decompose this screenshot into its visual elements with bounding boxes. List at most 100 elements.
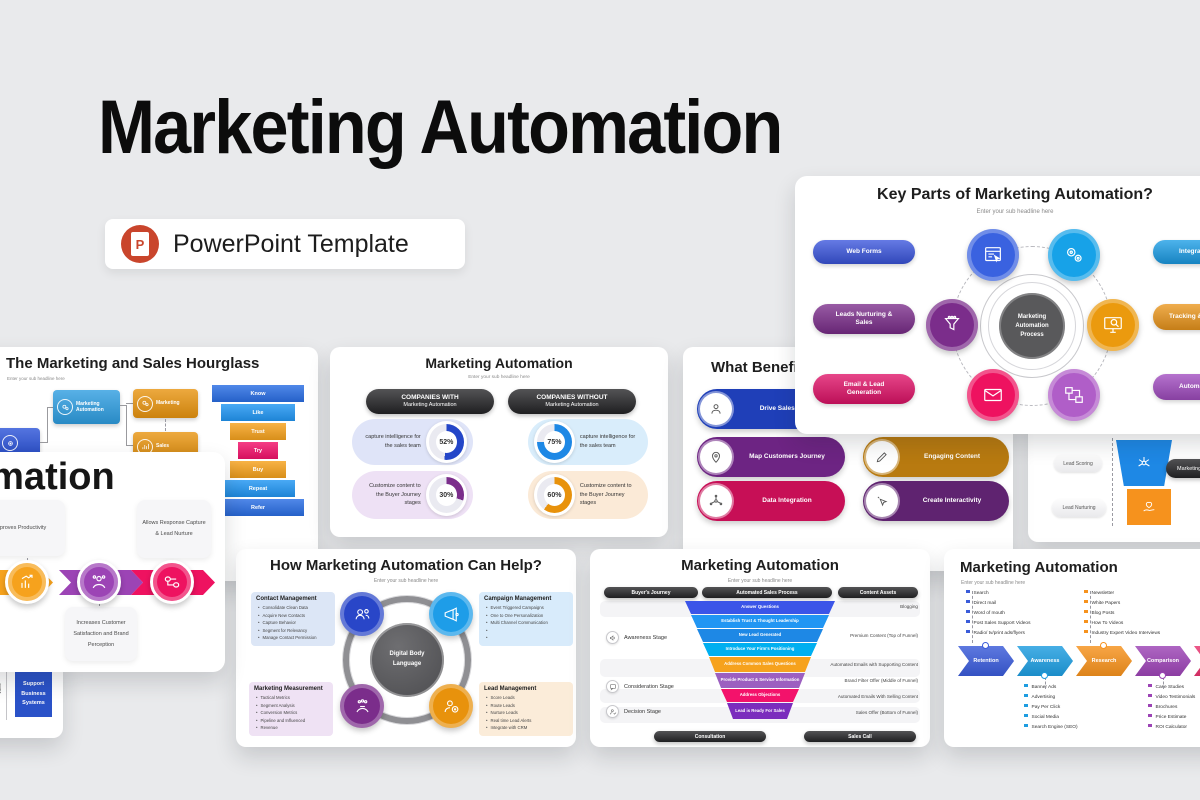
asset-label: Sales Offer (Bottom of Funnel) — [855, 710, 918, 715]
slide-subtitle: Enter your sub headline here — [468, 375, 530, 380]
connector-dashed — [1163, 677, 1164, 689]
marketing-pill: Marketing — [1166, 459, 1200, 478]
list-item: Blog Posts — [1084, 609, 1160, 619]
flow-box-label: Marketing Automation — [76, 400, 104, 414]
center-label: Digital Body Language — [389, 651, 425, 667]
powerpoint-icon: P — [121, 225, 159, 263]
connector-dot — [1041, 672, 1048, 679]
list-item: Industry Expert Video Interviews — [1084, 629, 1161, 639]
consideration-icon — [606, 680, 619, 693]
sales-call-pill: Sales Call — [804, 731, 916, 742]
header-line2: Marketing Automation — [403, 402, 457, 409]
automation-pill: Automation — [1153, 374, 1200, 400]
slide-title: Marketing Automation — [425, 355, 573, 371]
benefit-label: Engaging Content — [924, 453, 980, 461]
list-item: How To Videos — [1084, 619, 1160, 629]
response-node — [150, 560, 194, 604]
email-lead-pill: Email & Lead Generation — [813, 374, 915, 404]
benefit-pill: Engaging Content — [863, 437, 1009, 477]
list-item: Pay Per Click — [1024, 703, 1078, 713]
connector-line — [126, 445, 133, 446]
lead-node — [429, 684, 473, 728]
list-item: Search Engine (SEO) — [1024, 723, 1078, 733]
stat-value: 75% — [547, 438, 562, 446]
list-item: Search — [966, 589, 1030, 599]
slide-journey[interactable]: Marketing Automation Enter your sub head… — [944, 549, 1200, 747]
hgrow-item: Know — [212, 385, 304, 402]
connector-dashed — [1045, 677, 1046, 689]
powerpoint-badge[interactable]: P PowerPoint Template — [105, 219, 465, 269]
hgrow-item: Refer — [212, 499, 304, 516]
box-heading: Marketing Measurement — [254, 686, 323, 692]
web-forms-pill: Web Forms — [813, 240, 915, 264]
list-item: Revenue — [254, 724, 328, 732]
slide-how-help[interactable]: How Marketing Automation Can Help? Enter… — [236, 549, 576, 747]
asset-label: Brand Filter Offer (Middle of Funnel) — [844, 678, 918, 683]
frow-item: Address Objections — [721, 689, 799, 702]
consultation-pill: Consultation — [654, 731, 766, 742]
frow-item: Address Common Sales Questions — [709, 657, 811, 672]
slide-title: Marketing Automation — [681, 557, 839, 574]
list-item: Route Leads — [484, 702, 568, 710]
connector-dashed — [165, 419, 166, 431]
list-item: Direct mail — [966, 599, 1030, 609]
chev-item: Research — [1076, 646, 1132, 676]
stat-text: Customize content to the Buyer Journey s… — [369, 482, 421, 507]
flow-box-marketing: Marketing — [133, 389, 198, 418]
buyers-journey-header: Buyer's Journey — [604, 587, 698, 598]
flow-box-label: Sales — [156, 443, 170, 450]
slide-subtitle: Enter your sub headline here — [373, 578, 439, 584]
connector-line — [126, 403, 133, 404]
awareness-stage: Awareness Stage — [606, 631, 667, 644]
list-item: Event Triggered Campaigns — [484, 604, 568, 612]
list-item: Manage Contact Permission — [256, 634, 330, 642]
gear-icon — [2, 435, 18, 451]
measure-icon — [353, 697, 372, 716]
asset-label: Premium Content (Top of Funnel) — [850, 633, 918, 638]
hgrow-item: Buy — [230, 461, 286, 478]
slide-key-parts[interactable]: Key Parts of Marketing Automation? Enter… — [795, 176, 1200, 434]
slide-title: Marketing Automation — [960, 559, 1118, 576]
connector-dot — [1100, 642, 1107, 649]
process-card: Allows Response Capture & Lead Nurture — [137, 500, 211, 558]
slide-companies-comparison[interactable]: Marketing Automation Enter your sub head… — [330, 347, 668, 537]
list-item: Multi Channel Communication — [484, 619, 568, 627]
lead-management-box: Lead Management Score LeadsRoute LeadsNu… — [479, 682, 573, 736]
content-assets-header: Content Assets — [838, 587, 918, 598]
slide-sales-funnel[interactable]: Marketing Automation Enter your sub head… — [590, 549, 930, 747]
campaign-icon — [442, 605, 461, 624]
contact-management-box: Contact Management Consolidate Clean Dat… — [251, 592, 335, 646]
frow-item: Lead is Ready For Sales — [727, 703, 793, 719]
gears-node — [1048, 229, 1100, 281]
badge-label: PowerPoint Template — [173, 229, 409, 258]
box-heading: Campaign Management — [484, 596, 552, 602]
stat-card: 60% Customize content to the Buyer Journ… — [528, 471, 648, 519]
awareness-icon — [606, 631, 619, 644]
stat-value: 60% — [547, 491, 562, 499]
stat-value: 30% — [439, 491, 454, 499]
campaign-management-box: Campaign Management Event Triggered Camp… — [479, 592, 573, 646]
benefit-label: Map Customers Journey — [749, 453, 825, 461]
hgrow-item: Try — [238, 442, 278, 459]
slide-title: The Marketing and Sales Hourglass — [6, 355, 260, 372]
frow-item: Provide Product & Service Information — [715, 673, 805, 688]
contacts-node — [340, 592, 384, 636]
slide-process-overlay[interactable]: Marketing Automation Improves Productivi… — [0, 452, 225, 672]
asset-label: Automated Emails With Selling Content — [837, 694, 918, 699]
frow-item: Introduce Your Firm's Positioning — [703, 643, 817, 656]
campaign-node — [429, 592, 473, 636]
stat-value: 52% — [439, 438, 454, 446]
stage-label: Decision Stage — [624, 708, 661, 715]
list-item: Video Testimonials — [1148, 693, 1196, 703]
asset-label: Blogging — [900, 604, 918, 609]
funnel-icon — [941, 314, 963, 336]
monitor-search-icon — [1102, 314, 1124, 336]
inner-ring — [988, 282, 1076, 370]
content-icon — [866, 441, 898, 473]
process-card: Increases Customer Satisfaction and Bran… — [65, 607, 137, 661]
hgrow-item: Like — [221, 404, 295, 421]
list-item: White Papers — [1084, 599, 1160, 609]
